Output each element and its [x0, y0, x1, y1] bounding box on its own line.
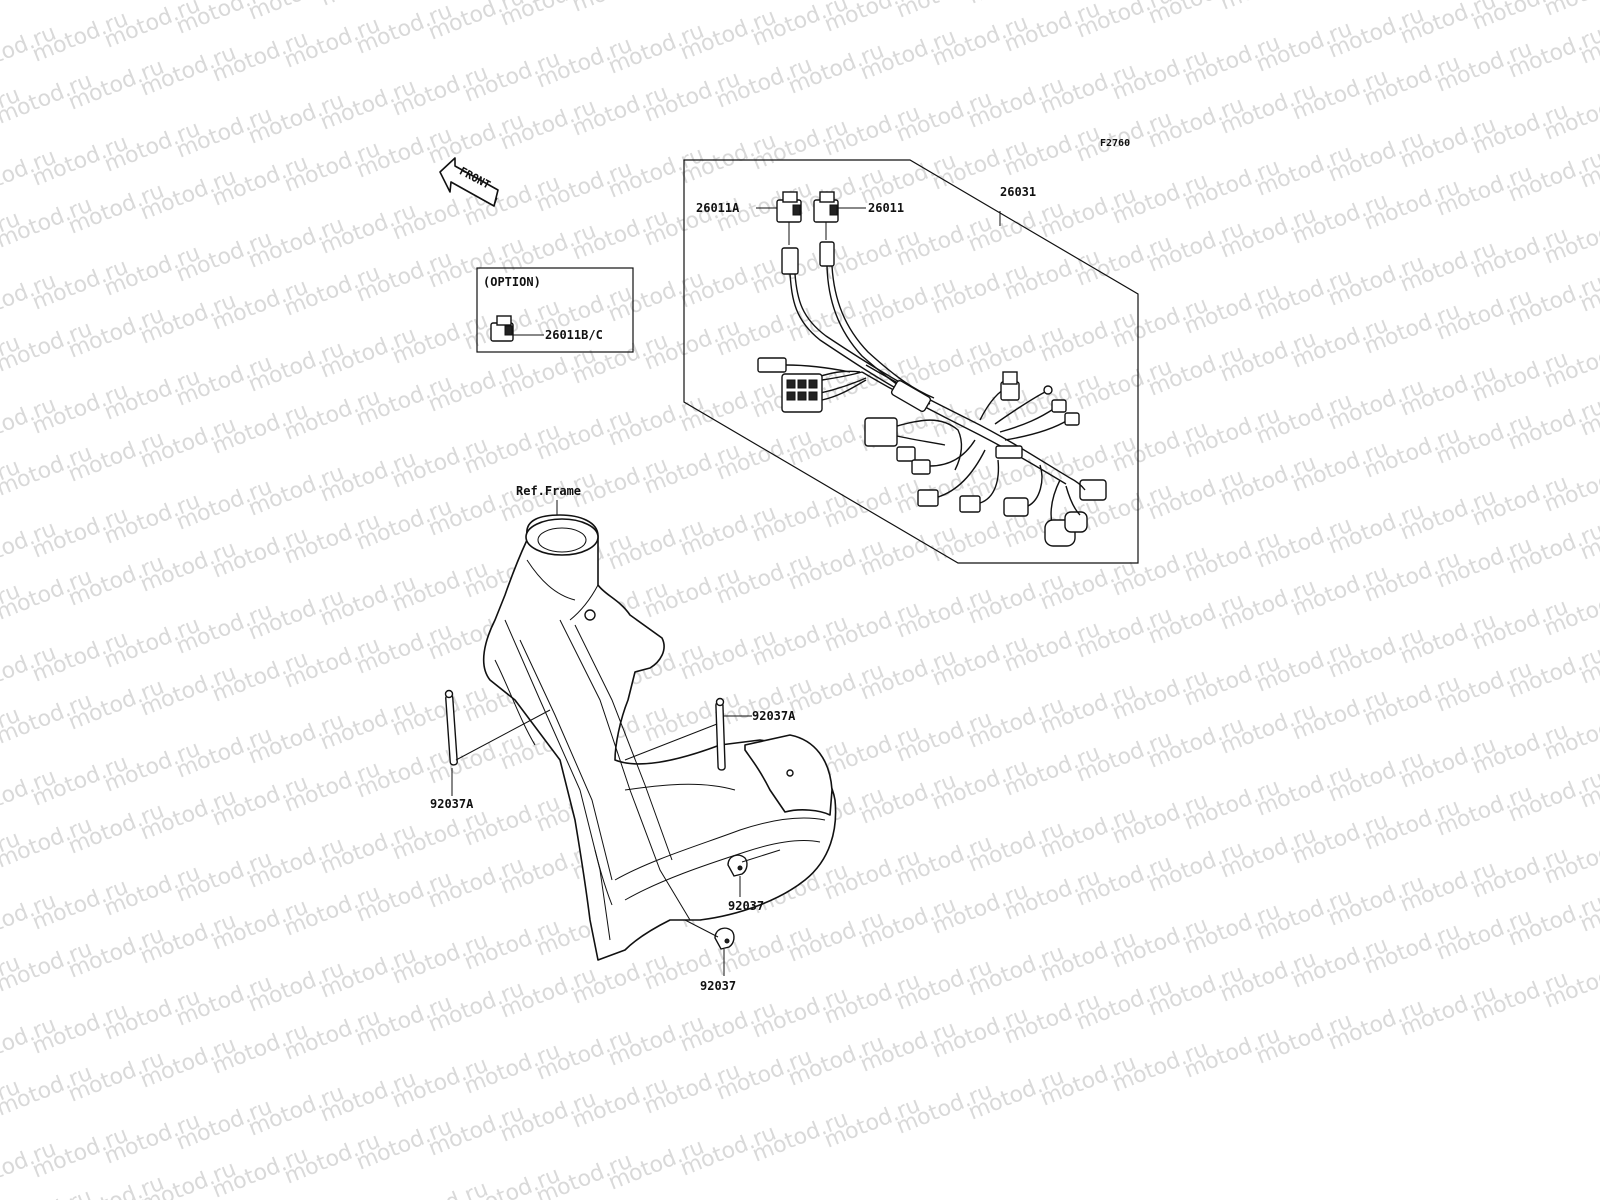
- figure-code: F2760: [1100, 138, 1130, 149]
- ref-frame-label: Ref.Frame: [516, 484, 581, 498]
- part-number-92037-low: 92037: [700, 979, 736, 993]
- watermark-text: motod.ru: [1217, 0, 1320, 16]
- watermark-text: motod.ru: [0, 1185, 96, 1200]
- watermark-text: motod.ru: [317, 0, 420, 12]
- part-number-92037a-right: 92037A: [752, 709, 796, 723]
- part-number-26011bc: 26011B/C: [545, 328, 603, 342]
- harness-kit-box: 26031: [683, 159, 1139, 564]
- watermark-text: motod.ru: [641, 0, 744, 4]
- clamp-band-left-icon: [444, 689, 458, 766]
- clamp-low-icon: [714, 927, 735, 950]
- watermark-text: motod.ru: [1289, 0, 1392, 2]
- part-number-92037a-left: 92037A: [430, 797, 474, 811]
- watermark-text: motod.ru: [0, 0, 96, 6]
- clamp-mid-icon: [727, 854, 748, 877]
- part-number-26031: 26031: [1000, 185, 1036, 199]
- part-number-92037-mid: 92037: [728, 899, 764, 913]
- clamp-band-right-icon: [715, 697, 726, 771]
- part-number-26011: 26011: [868, 201, 904, 215]
- connector-26011bc-icon: [490, 315, 514, 342]
- frame-drawing: [482, 514, 837, 961]
- watermark-text: motod.ru: [569, 0, 672, 18]
- option-box: (OPTION) 26011B/C: [476, 267, 634, 353]
- part-number-26011a: 26011A: [696, 201, 740, 215]
- watermark-text: motod.ru: [1541, 0, 1600, 22]
- option-box-title: (OPTION): [483, 275, 541, 289]
- watermark-text: motod.ru: [965, 0, 1068, 10]
- wiring-harness-26031: [757, 241, 1107, 547]
- connector-26011-icon: [813, 191, 839, 223]
